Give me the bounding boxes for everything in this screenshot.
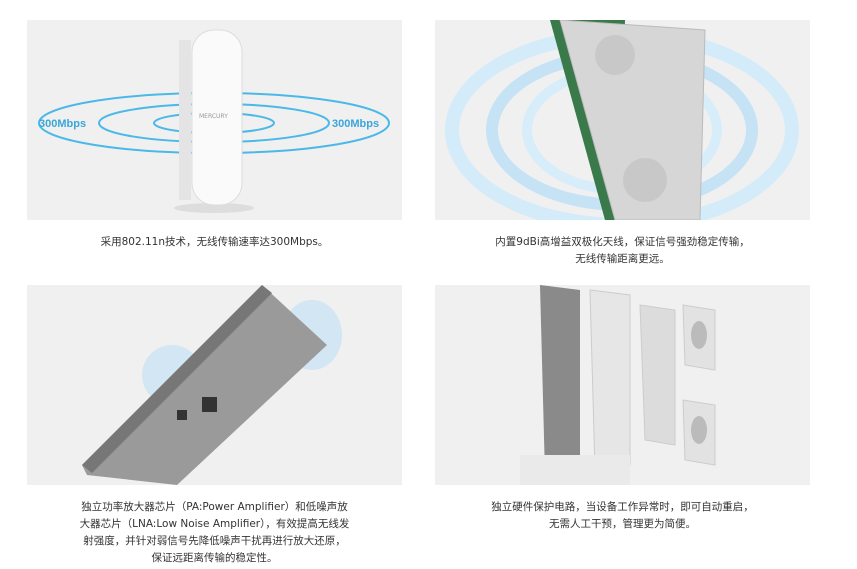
panel-antenna	[435, 20, 810, 220]
amplifier-board-image	[82, 285, 342, 485]
caption-line: 独立功率放大器芯片（PA:Power Amplifier）和低噪声放	[81, 501, 348, 513]
caption-line: 射强度，并针对弱信号先降低噪声干扰再进行放大还原，	[83, 535, 346, 547]
panel-protection	[435, 285, 810, 485]
caption-line: 内置9dBi高增益双极化天线，保证信号强劲稳定传输，	[495, 236, 750, 248]
exploded-view-image	[520, 285, 716, 485]
speed-label-right: 300Mbps	[332, 118, 380, 130]
svg-text:MERCURY: MERCURY	[199, 113, 228, 120]
speed-label-left: 300Mbps	[39, 118, 87, 130]
caption-antenna: 内置9dBi高增益双极化天线，保证信号强劲稳定传输， 无线传输距离更远。	[435, 234, 810, 268]
caption-line: 大器芯片（LNA:Low Noise Amplifier），有效提高无线发	[79, 518, 350, 530]
caption-line: 无需人工干预，管理更为简便。	[549, 518, 696, 530]
caption-line: 无线传输距离更远。	[575, 253, 670, 265]
caption-line: 独立硬件保护电路，当设备工作异常时，即可自动重启，	[491, 501, 754, 513]
panel-transmission-rate: MERCURY 300Mbps 300Mbps	[27, 20, 402, 220]
caption-protection: 独立硬件保护电路，当设备工作异常时，即可自动重启， 无需人工干预，管理更为简便。	[435, 499, 810, 533]
caption-line: 保证远距离传输的稳定性。	[151, 552, 278, 564]
panel-amplifier	[27, 285, 402, 485]
cpe-device-signal-image: MERCURY	[38, 29, 390, 213]
caption-transmission-rate: 采用802.11n技术，无线传输速率达300Mbps。	[100, 236, 329, 248]
caption-amplifier: 独立功率放大器芯片（PA:Power Amplifier）和低噪声放 大器芯片（…	[27, 499, 402, 567]
antenna-board-image	[445, 20, 799, 220]
